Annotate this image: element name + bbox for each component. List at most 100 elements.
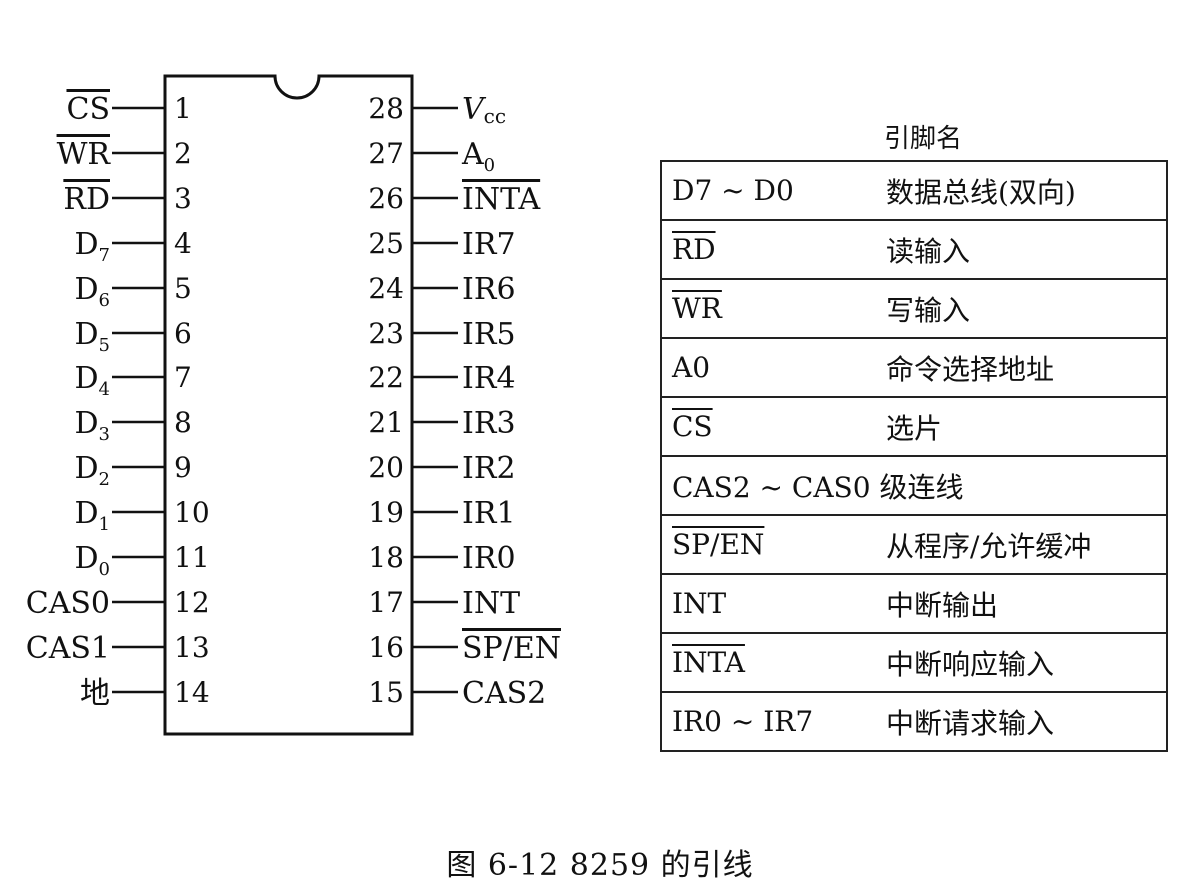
left-pin-12: 12 CAS0 (26, 586, 210, 621)
pin-label: CAS1 (26, 631, 110, 666)
pin-number: 1 (174, 92, 192, 125)
pin-label: D0 (74, 541, 110, 580)
pin-function-cell: 中断请求输入 (872, 691, 1168, 752)
table-title: 引脚名 (884, 124, 963, 154)
pin-label: D6 (74, 272, 110, 311)
pin-label: CAS0 (26, 586, 110, 621)
pin-number: 17 (368, 586, 404, 619)
pin-number: 27 (368, 137, 404, 170)
right-pin-17: 17 INT (368, 586, 520, 621)
left-pin-8: 8 D3 (74, 406, 191, 445)
pin-number: 11 (174, 541, 210, 574)
right-pin-19: 19 IR1 (368, 496, 515, 531)
right-pin-15: 15 CAS2 (368, 676, 546, 711)
pin-number: 3 (174, 182, 192, 215)
pin-function-cell: 中断响应输入 (872, 632, 1168, 693)
pin-number: 18 (368, 541, 404, 574)
right-pin-27: 27 A0 (368, 137, 495, 176)
chip-body (163, 74, 414, 736)
pin-number: 7 (174, 361, 192, 394)
pin-number: 26 (368, 182, 404, 215)
pin-function-cell: 命令选择地址 (872, 337, 1168, 398)
pin-label: IR7 (462, 227, 516, 262)
pin-label: D4 (74, 361, 110, 400)
pin-number: 24 (368, 272, 404, 305)
left-pin-2: 2WR (57, 137, 192, 172)
pin-function-cell: 数据总线(双向) (872, 160, 1168, 221)
left-pin-6: 6 D5 (74, 317, 191, 356)
pin-number: 8 (174, 406, 192, 439)
pin-number: 13 (174, 631, 210, 664)
right-pin-24: 24 IR6 (368, 272, 515, 307)
pin-label: D2 (74, 451, 110, 490)
pin-name-cell: A0 (660, 337, 872, 398)
left-pin-9: 9 D2 (74, 451, 191, 490)
pin-label: IR0 (462, 541, 516, 576)
left-pin-14: 14 地 (80, 676, 210, 711)
pin-number: 25 (368, 227, 404, 260)
pin-label: IR1 (462, 496, 516, 531)
pin-name-cell: RD (660, 219, 872, 280)
right-pin-20: 20 IR2 (368, 451, 515, 486)
pin-label: INTA (462, 182, 540, 217)
pin-label: D5 (74, 317, 110, 356)
left-pin-5: 5D6 (74, 272, 191, 311)
pin-label: IR3 (462, 406, 516, 441)
pin-label: IR6 (462, 272, 516, 307)
pin-number: 19 (368, 496, 404, 529)
pin-function-cell: 中断输出 (872, 573, 1168, 634)
pin-function-cell: 读输入 (872, 219, 1168, 280)
pin-name-cell: D7 ~ D0 (660, 160, 872, 221)
chip-pinout-diagram: 1CS2WR3RD4D75D66D57D48D39D210D111D012CAS… (26, 74, 561, 736)
right-pin-23: 23 IR5 (368, 317, 515, 352)
left-pin-group: 1CS2WR3RD4D75D66D57D48D39D210D111D012CAS… (26, 92, 210, 711)
pin-number: 9 (174, 451, 192, 484)
pin-label: CAS2 (462, 676, 546, 711)
pin-label: INT (462, 586, 520, 621)
pin-number: 21 (368, 406, 404, 439)
pin-number: 12 (174, 586, 210, 619)
pin-label: Vcc (462, 92, 506, 128)
right-pin-18: 18 IR0 (368, 541, 515, 576)
left-pin-7: 7 D4 (74, 361, 191, 400)
pin-name-cell: WR (660, 278, 872, 339)
pin-label: D1 (74, 496, 110, 535)
pin-name-cell: CAS2 ~ CAS0 级连线 (660, 455, 1168, 516)
pin-function-cell: 写输入 (872, 278, 1168, 339)
pin-name-cell: INT (660, 573, 872, 634)
pin-number: 14 (174, 676, 210, 709)
figure-caption: 图 6-12 8259 的引线 (446, 848, 754, 883)
pin-number: 20 (368, 451, 404, 484)
pin-label: WR (57, 137, 112, 172)
pin-number: 4 (174, 227, 192, 260)
right-pin-26: 26 INTA (368, 182, 540, 217)
left-pin-11: 11 D0 (74, 541, 209, 580)
pin-name-cell: SP/EN (660, 514, 872, 575)
pin-label: 地 (80, 676, 110, 711)
pin-label: IR5 (462, 317, 516, 352)
pin-name-cell: IR0 ~ IR7 (660, 691, 872, 752)
pin-label: A0 (461, 137, 495, 176)
right-pin-21: 21 IR3 (368, 406, 515, 441)
pin-label: D3 (74, 406, 110, 445)
pin-label: IR2 (462, 451, 516, 486)
pin-number: 15 (368, 676, 404, 709)
pin-label: IR4 (462, 361, 516, 396)
pin-number: 23 (368, 317, 404, 350)
pin-name-cell: INTA (660, 632, 872, 693)
pin-name-cell: CS (660, 396, 872, 457)
pin-number: 6 (174, 317, 192, 350)
pin-label: SP/EN (462, 631, 561, 666)
left-pin-1: 1CS (66, 92, 191, 127)
